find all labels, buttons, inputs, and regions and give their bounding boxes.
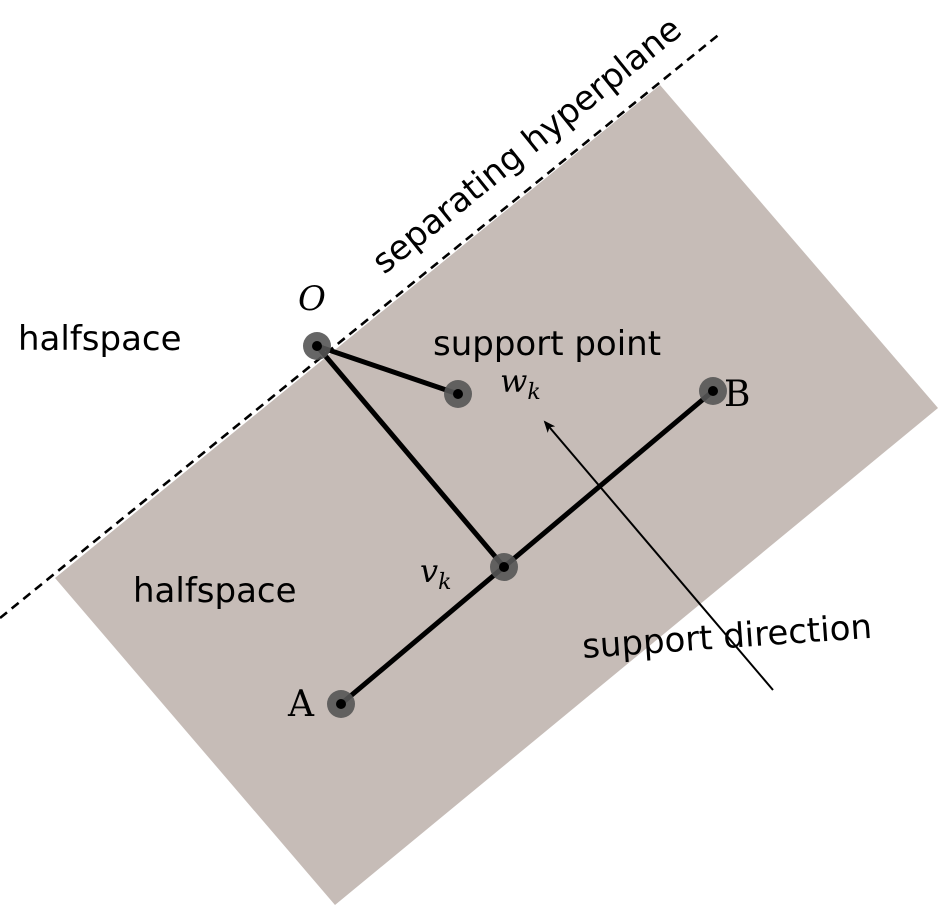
support-direction-arrow bbox=[543, 420, 774, 691]
point-b bbox=[699, 377, 727, 405]
w-k-label: wk bbox=[500, 362, 541, 405]
v-k-label-base: v bbox=[420, 552, 438, 590]
v-k-label: vk bbox=[420, 552, 451, 595]
point-b-label: B bbox=[724, 374, 750, 415]
point-v-k bbox=[490, 553, 518, 581]
point-origin bbox=[303, 332, 331, 360]
w-k-label-sub: k bbox=[527, 380, 540, 405]
point-a bbox=[327, 690, 355, 718]
segment-o-vk bbox=[315, 344, 506, 569]
w-k-label-base: w bbox=[500, 362, 527, 400]
halfspace-outer-label: halfspace bbox=[18, 319, 182, 359]
point-a-label: A bbox=[287, 684, 315, 725]
segment-a-b bbox=[339, 389, 715, 706]
support-point-label: support point bbox=[433, 324, 661, 364]
origin-label: O bbox=[298, 279, 326, 319]
v-k-label-sub: k bbox=[438, 570, 451, 595]
halfspace-inner-label: halfspace bbox=[133, 571, 297, 611]
halfspace-region bbox=[55, 85, 938, 905]
point-w-k bbox=[444, 380, 472, 408]
segment-o-wk bbox=[316, 343, 459, 397]
separating-hyperplane-line bbox=[0, 30, 723, 620]
